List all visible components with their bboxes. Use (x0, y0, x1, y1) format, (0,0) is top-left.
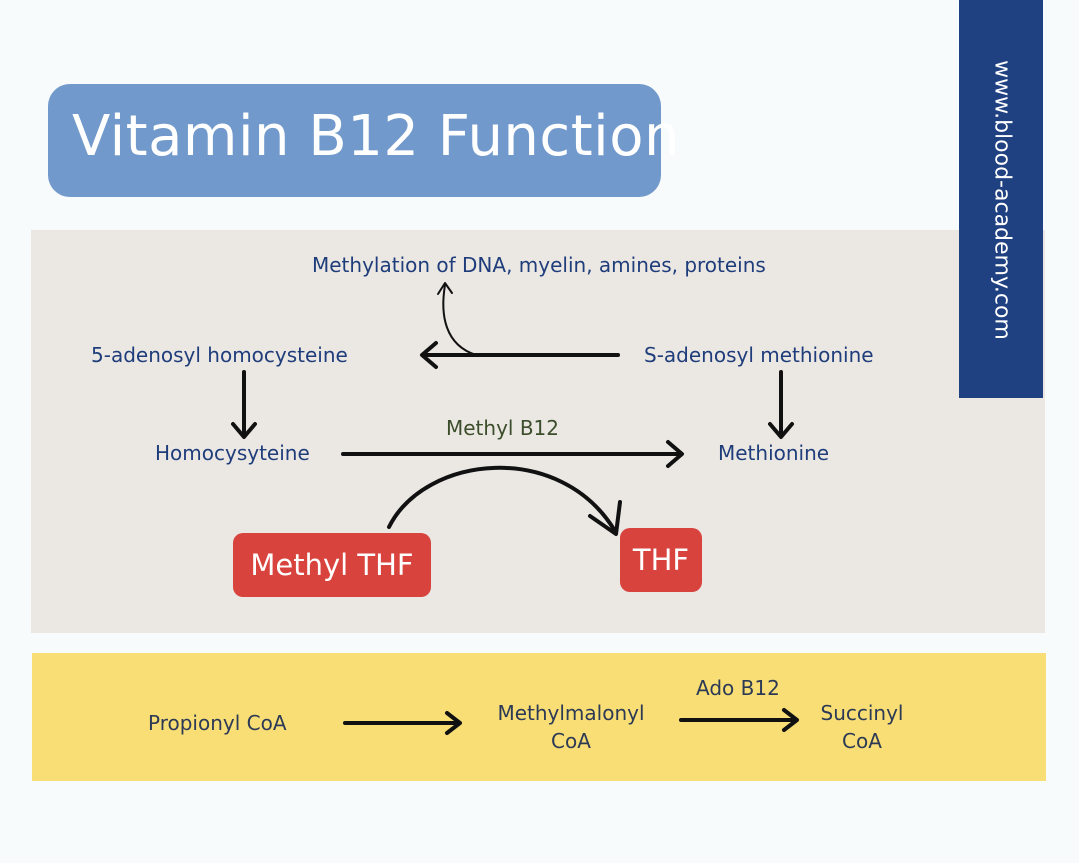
thf-label: THF (632, 543, 690, 577)
page-title: Vitamin B12 Function (72, 104, 680, 169)
sam-to-methionine-arrowhead (768, 422, 794, 439)
homocysteine-to-methionine-arrowhead (666, 440, 684, 468)
methylmalonyl-coa-label: Methylmalonyl CoA (497, 701, 645, 753)
methylation-label: Methylation of DNA, myelin, amines, prot… (312, 253, 766, 277)
s-adenosyl-methionine-label: S-adenosyl methionine (644, 343, 874, 367)
methyl-thf-to-thf-arrow (387, 465, 617, 533)
sah-to-homocysteine-arrowhead (231, 422, 257, 439)
methionine-cycle-panel (31, 230, 1045, 633)
ado-b12-label: Ado B12 (696, 676, 780, 700)
adenosyl-homocysteine-label: 5-adenosyl homocysteine (91, 343, 348, 367)
propionyl-coa-label: Propionyl CoA (148, 711, 287, 735)
homocysteine-label: Homocysyteine (155, 441, 310, 465)
methylmalonyl-to-succinyl-arrowhead (782, 708, 799, 732)
methyl-b12-label: Methyl B12 (446, 416, 559, 440)
thf-box: THF (620, 528, 702, 592)
methionine-label: Methionine (718, 441, 830, 465)
methylation-branch-arrow (442, 284, 477, 356)
methyl-thf-box: Methyl THF (233, 533, 431, 597)
methyl-thf-label: Methyl THF (250, 548, 414, 582)
website-band (959, 0, 1043, 398)
succinyl-coa-label: Succinyl CoA (820, 701, 904, 753)
propionate-pathway-panel (32, 653, 1046, 781)
propionyl-to-methylmalonyl-arrowhead (445, 711, 462, 735)
sam-to-sah-arrowhead (420, 341, 438, 369)
title-banner (48, 84, 661, 197)
methyl-thf-to-thf-arrowhead (588, 500, 622, 536)
methylation-branch-arrowhead (437, 282, 453, 295)
